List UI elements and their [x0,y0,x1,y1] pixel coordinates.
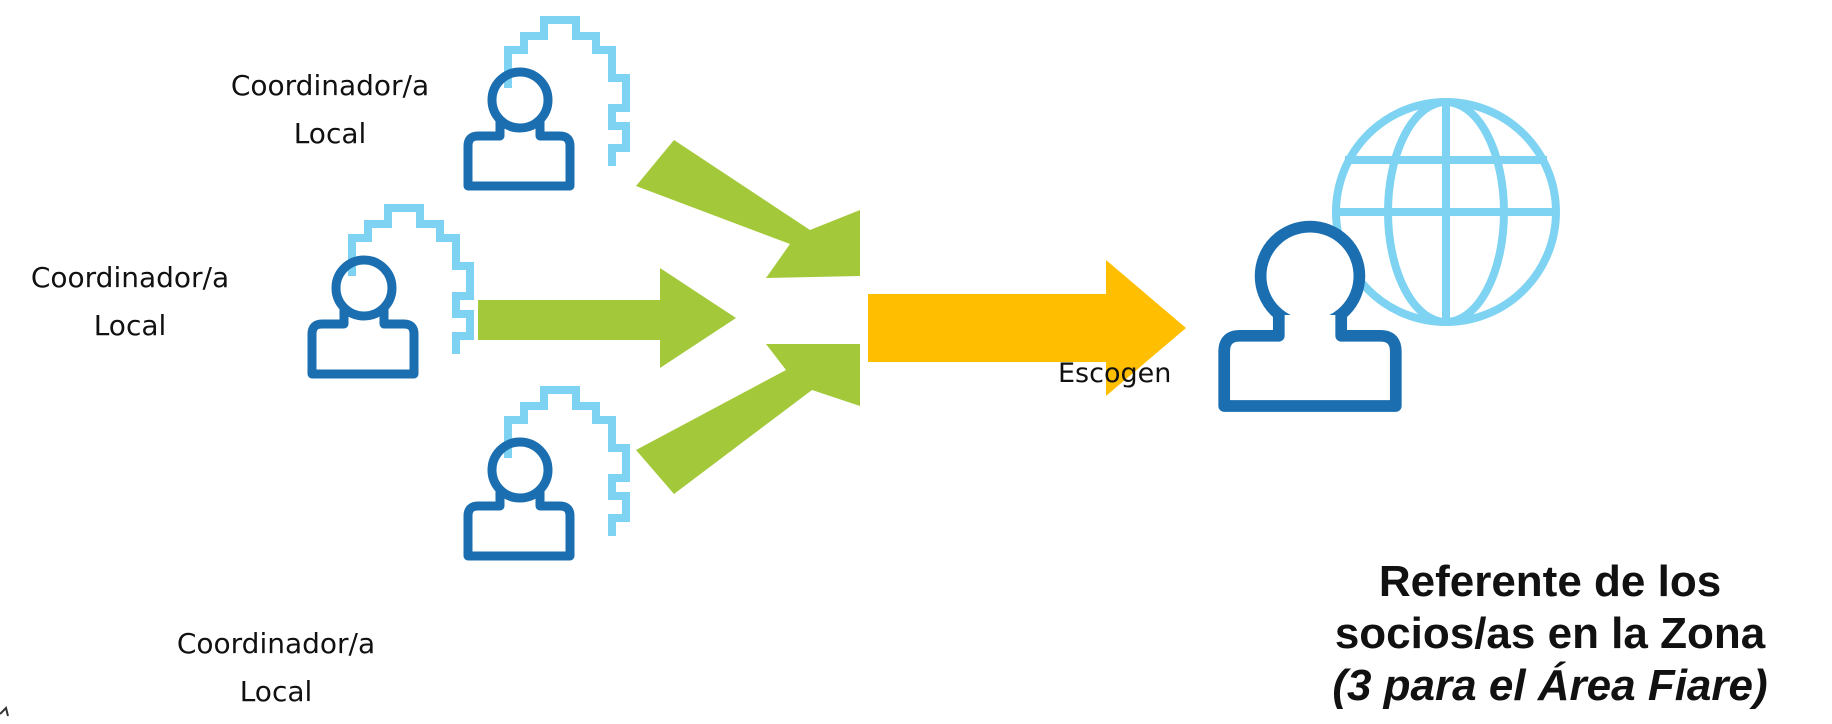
coordinator-bottom-icon [468,390,626,556]
person-icon [468,442,570,556]
coordinator-top-icon [468,20,626,186]
corner-mark [0,706,9,717]
target-caption-line3: (3 para el Área Fiare) [1332,661,1768,710]
coordinator-middle-label: Coordinador/a Local [0,254,260,350]
target-icon [1218,98,1560,412]
coordinator-middle-label-line1: Coordinador/a [30,261,230,294]
coordinator-middle-label-line2: Local [93,309,167,342]
target-caption: Referente de los socios/as en la Zona (3… [1300,556,1800,712]
person-icon [1218,220,1402,412]
coordinator-middle-icon [312,208,470,374]
person-icon [468,72,570,186]
coordinator-bottom-label-line1: Coordinador/a [176,627,376,660]
target-caption-line1: Referente de los [1378,557,1722,606]
globe-icon [1332,98,1560,326]
target-caption-line2: socios/as en la Zona [1334,609,1766,658]
arrow-escogen [868,260,1186,396]
arrow-top [636,140,860,278]
coordinator-top-label-line1: Coordinador/a [230,69,430,102]
arrow-middle [478,268,736,368]
arrow-bottom [636,344,860,494]
escogen-label: Escogen [1058,358,1172,389]
coordinator-top-label: Coordinador/a Local [200,62,460,158]
coordinator-top-label-line2: Local [293,117,367,150]
coordinator-bottom-label-line2: Local [239,675,313,708]
person-icon [312,260,414,374]
coordinator-bottom-label: Coordinador/a Local [146,620,406,716]
